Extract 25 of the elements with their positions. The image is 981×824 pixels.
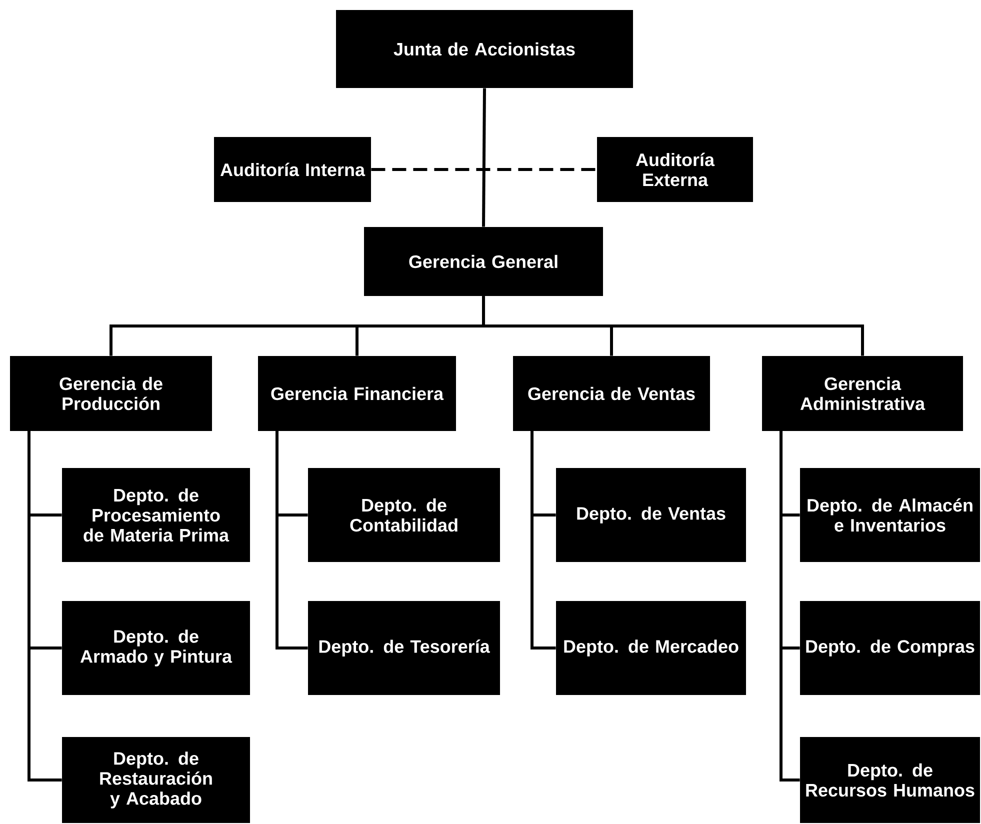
connector-line: [530, 431, 556, 650]
org-box: Gerencia de Producción: [10, 356, 212, 431]
org-box: Depto. de Ventas: [556, 468, 746, 562]
connector-line: [371, 168, 597, 171]
org-box: Junta de Accionistas: [336, 10, 633, 88]
connector-line: [276, 431, 308, 650]
org-box: Depto. de Armado y Pintura: [62, 601, 250, 695]
org-box: Gerencia de Ventas: [513, 356, 710, 431]
org-box: Depto. de Contabilidad: [308, 468, 500, 562]
org-box: Gerencia Administrativa: [762, 356, 964, 431]
connector-line: [780, 431, 800, 782]
connector-line: [482, 296, 864, 356]
org-box: Depto. de Restauración y Acabado: [62, 737, 250, 823]
org-box: Depto. de Procesamiento de Materia Prima: [62, 468, 250, 562]
org-box: Auditoría Interna: [214, 137, 371, 202]
org-box: Depto. de Recursos Humanos: [800, 737, 980, 823]
org-box: Depto. de Compras: [800, 601, 980, 695]
org-box: Gerencia General: [364, 227, 603, 296]
connector-line: [482, 88, 486, 227]
org-box: Depto. de Almacén e Inventarios: [800, 468, 980, 562]
connector-line: [28, 431, 62, 782]
org-box: Auditoría Externa: [597, 137, 753, 202]
org-box: Depto. de Tesorería: [308, 601, 500, 695]
org-box: Gerencia Financiera: [258, 356, 456, 431]
org-box: Depto. de Mercadeo: [556, 601, 746, 695]
